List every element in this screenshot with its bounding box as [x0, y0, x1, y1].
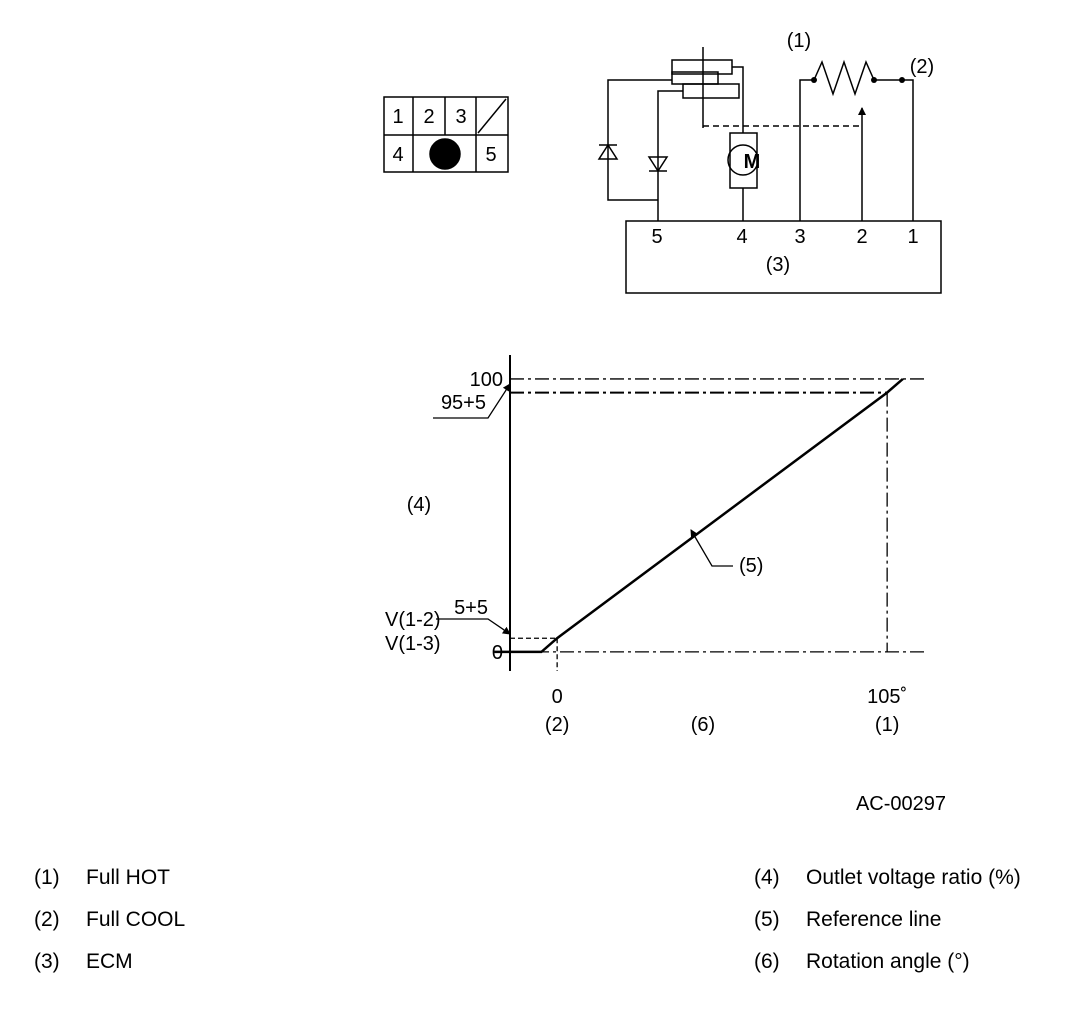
x-tick-0: 0 — [552, 686, 563, 708]
callout-potentiometer: (1) — [787, 30, 811, 52]
diode-icon — [647, 156, 669, 173]
ecm-pin-1: 1 — [907, 226, 918, 248]
y-sublabel-v12: V(1-2) — [385, 609, 441, 631]
y-axis-title-callout: (4) — [407, 494, 431, 516]
legend-text-3: ECM — [86, 950, 133, 973]
legend-text-5: Reference line — [806, 908, 942, 931]
motor-symbol: M — [744, 151, 761, 173]
ecm-pin-4: 4 — [736, 226, 747, 248]
x-callout-full-cool: (2) — [545, 714, 569, 736]
y-tick-5: 5+5 — [454, 597, 488, 619]
ecm-pin-3: 3 — [794, 226, 805, 248]
callout-ecm: (3) — [766, 254, 790, 276]
junction-dot — [899, 77, 905, 83]
legend-text-4: Outlet voltage ratio (%) — [806, 866, 1021, 889]
switch-contact-lower — [682, 83, 740, 99]
legend-num-5: (5) — [754, 908, 780, 931]
ecm-box — [625, 220, 942, 294]
legend-num-1: (1) — [34, 866, 60, 889]
connector-pin-2: 2 — [423, 106, 434, 128]
y-tick-100: 100 — [470, 369, 503, 391]
series-line — [494, 377, 904, 654]
ecm-pin-5: 5 — [651, 226, 662, 248]
connector-pin-1: 1 — [392, 106, 403, 128]
y-tick-95: 95+5 — [441, 392, 486, 414]
unused-cavity-slash — [477, 98, 507, 134]
ecm-pin-2: 2 — [856, 226, 867, 248]
junction-dot — [871, 77, 877, 83]
legend-num-2: (2) — [34, 908, 60, 931]
y-tick-0: 0 — [492, 642, 503, 664]
x-axis-title-callout: (6) — [691, 714, 715, 736]
legend-text-2: Full COOL — [86, 908, 186, 931]
legend-num-4: (4) — [754, 866, 780, 889]
leader-5 — [436, 618, 511, 635]
junction-dot — [811, 77, 817, 83]
legend-text-1: Full HOT — [86, 866, 170, 889]
leader-reference-line — [690, 529, 733, 567]
motor-body — [729, 132, 758, 189]
x-callout-full-hot: (1) — [875, 714, 899, 736]
legend-text-6: Rotation angle (°) — [806, 950, 970, 973]
motor-icon — [727, 144, 759, 176]
legend-num-6: (6) — [754, 950, 780, 973]
figure-id: AC-00297 — [856, 793, 946, 815]
x-tick-105: 105˚ — [867, 686, 907, 708]
actuator-circuit — [597, 47, 942, 294]
callout-terminal: (2) — [910, 56, 934, 78]
connector-lock-dot — [429, 138, 461, 170]
line-callout: (5) — [739, 555, 763, 577]
diode-icon — [597, 143, 619, 160]
y-sublabel-v13: V(1-3) — [385, 633, 441, 655]
connector-pin-3: 3 — [455, 106, 466, 128]
connector-pin-4: 4 — [392, 144, 403, 166]
connector-pin-5: 5 — [485, 144, 496, 166]
connector-face — [383, 96, 509, 173]
leader-95 — [433, 383, 511, 419]
legend-num-3: (3) — [34, 950, 60, 973]
